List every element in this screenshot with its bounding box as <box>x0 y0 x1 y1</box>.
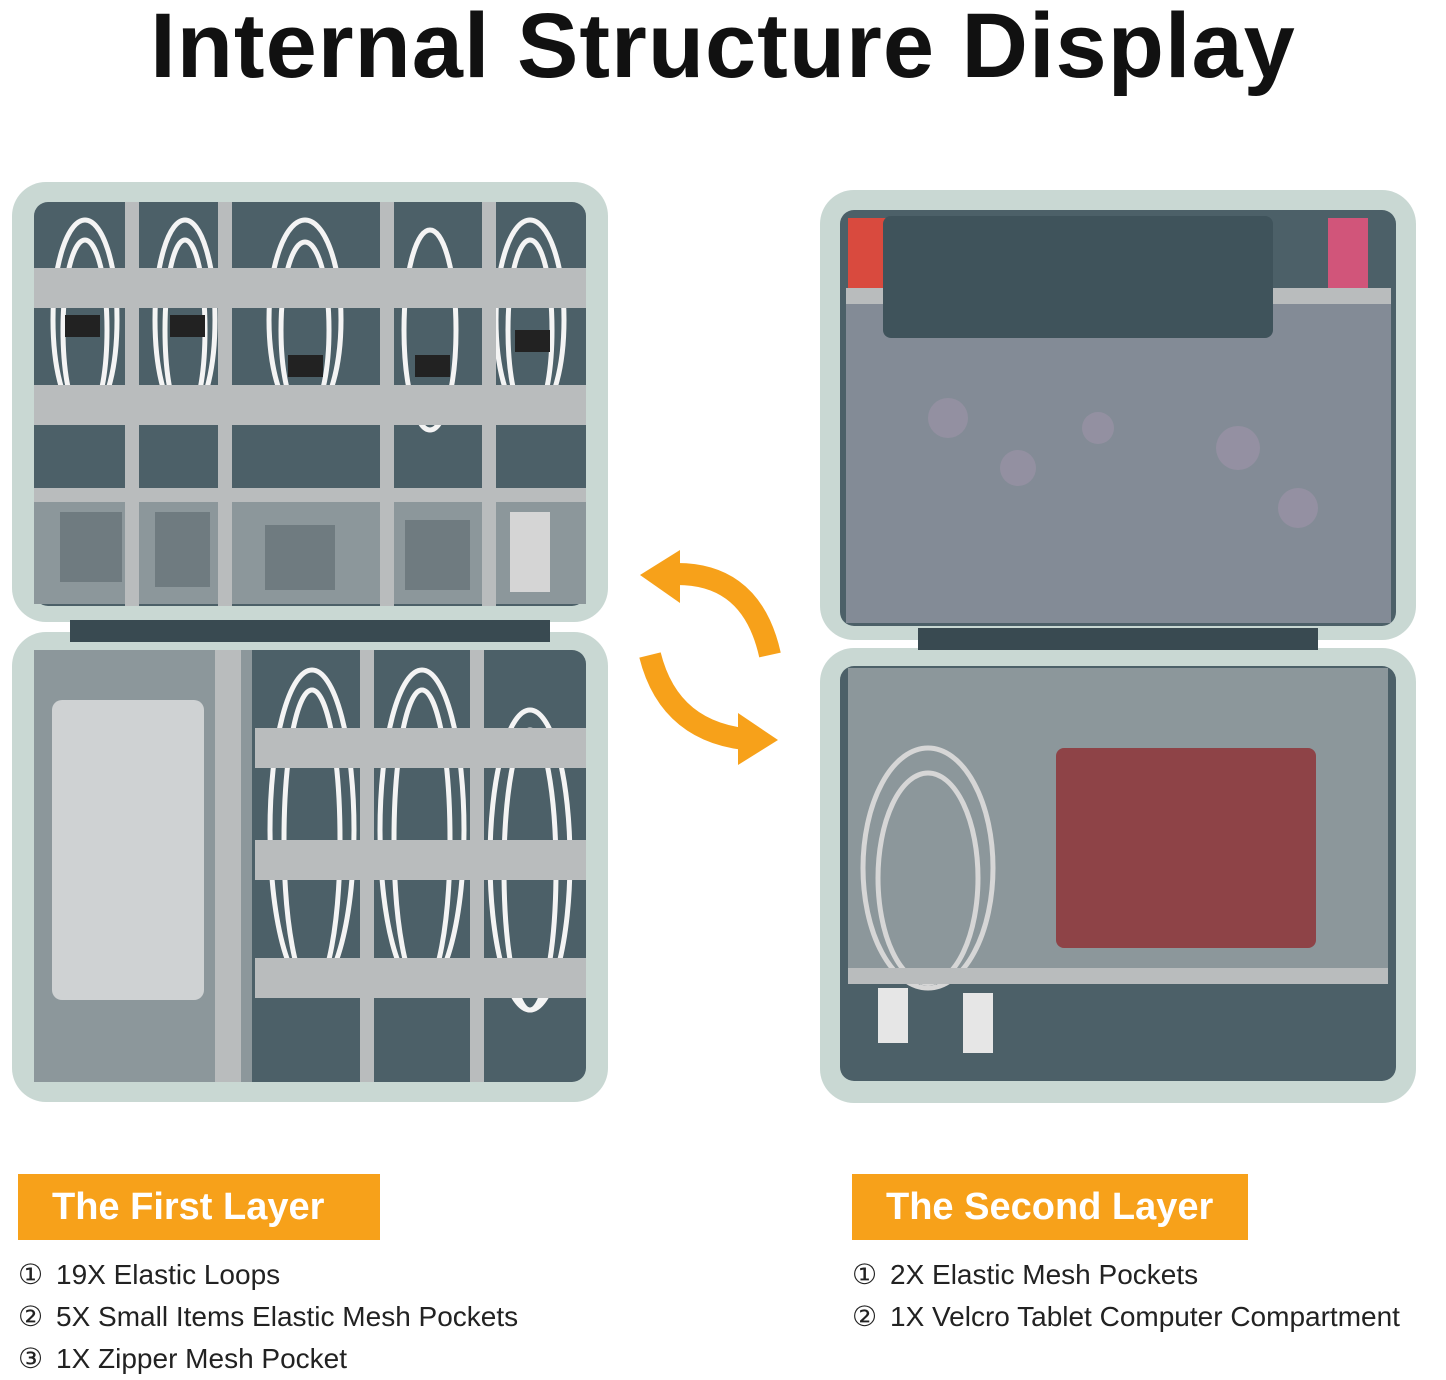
second-layer-badge: The Second Layer <box>852 1174 1248 1240</box>
swap-arrows-icon <box>630 545 790 770</box>
first-layer-photo <box>10 180 610 1110</box>
first-layer-badge: The First Layer <box>18 1174 380 1240</box>
second-layer-photo <box>818 188 1418 1108</box>
page-title: Internal Structure Display <box>150 0 1296 97</box>
